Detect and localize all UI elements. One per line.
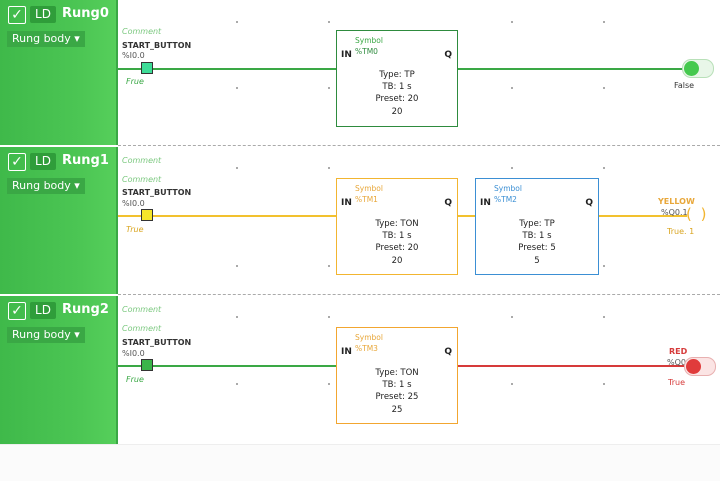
output-state: False [674, 81, 695, 90]
output-address: %Q0.1 [667, 358, 694, 367]
rung-name: Rung0 [62, 6, 109, 21]
rung-header: ✓ LD Rung0 Rung body ▾ [0, 0, 118, 145]
output-state: True [668, 378, 685, 387]
block-value: 20 [391, 256, 403, 266]
rung-canvas[interactable]: Comment Comment START_BUTTON %I0.0 True … [118, 147, 720, 294]
block-in-pin: IN [480, 198, 491, 208]
output-coil[interactable]: ( ) [686, 205, 709, 223]
rung-header: ✓ LD Rung2 Rung body ▾ [0, 296, 118, 444]
block-in-pin: IN [341, 198, 352, 208]
block-type: Type: TP [519, 219, 555, 229]
input-address: %I0.0 [122, 349, 145, 358]
comment-label[interactable]: Comment [122, 27, 162, 36]
rung-header: ✓ LD Rung1 Rung body ▾ [0, 147, 118, 294]
output-address: %Q0.1 [661, 208, 688, 217]
rung-body-dropdown[interactable]: Rung body ▾ [7, 31, 85, 47]
wire [458, 215, 475, 217]
wire [118, 68, 336, 70]
rung-canvas[interactable]: Comment Comment START_BUTTON %I0.0 Frue … [118, 296, 720, 444]
ld-badge: LD [30, 153, 56, 170]
input-name: START_BUTTON [122, 188, 192, 197]
block-address: %TM1 [355, 195, 378, 204]
block-value: 25 [391, 405, 403, 415]
wire [458, 68, 690, 70]
block-tb: TB: 1 s [382, 82, 412, 92]
wire [118, 365, 336, 367]
block-value: 20 [391, 107, 403, 117]
output-toggle[interactable] [682, 59, 714, 78]
block-in-pin: IN [341, 50, 352, 60]
input-contact[interactable] [141, 209, 153, 221]
input-address: %I0.0 [122, 51, 145, 60]
input-contact[interactable] [141, 62, 153, 74]
timer-block-tm3[interactable]: Symbol %TM3 IN Q Type: TON TB: 1 s Prese… [336, 327, 458, 424]
comment-label-2[interactable]: Comment [122, 324, 162, 333]
ld-badge: LD [30, 302, 56, 319]
output-name: RED [669, 347, 688, 356]
block-q-pin: Q [585, 198, 593, 208]
timer-block-tm1[interactable]: Symbol %TM1 IN Q Type: TON TB: 1 s Prese… [336, 178, 458, 275]
rung-enable-checkbox[interactable]: ✓ [8, 6, 26, 24]
block-symbol: Symbol [494, 184, 522, 193]
wire [458, 365, 684, 367]
rung-0: ✓ LD Rung0 Rung body ▾ Comment START_BUT… [0, 0, 720, 145]
block-tb: TB: 1 s [382, 231, 412, 241]
block-preset: Preset: 20 [375, 243, 419, 253]
block-address: %TM2 [494, 195, 517, 204]
rung-name: Rung2 [62, 302, 109, 317]
comment-label-2[interactable]: Comment [122, 175, 162, 184]
ld-badge: LD [30, 6, 56, 23]
block-type: Type: TP [379, 70, 415, 80]
block-q-pin: Q [444, 198, 452, 208]
rung-enable-checkbox[interactable]: ✓ [8, 302, 26, 320]
block-preset: Preset: 25 [375, 392, 419, 402]
output-state: True. 1 [667, 227, 695, 236]
block-value: 5 [534, 256, 540, 266]
input-state: Fruе [126, 77, 144, 86]
rung-name: Rung1 [62, 153, 109, 168]
rung-2: ✓ LD Rung2 Rung body ▾ Comment Comment S… [0, 296, 720, 444]
block-symbol: Symbol [355, 36, 383, 45]
block-tb: TB: 1 s [382, 380, 412, 390]
block-type: Type: TON [375, 219, 419, 229]
input-state: True [126, 225, 144, 234]
block-in-pin: IN [341, 347, 352, 357]
wire [599, 215, 687, 217]
block-symbol: Symbol [355, 333, 383, 342]
block-address: %TM0 [355, 47, 378, 56]
input-name: START_BUTTON [122, 41, 192, 50]
block-tb: TB: 1 s [522, 231, 552, 241]
block-preset: Preset: 20 [375, 94, 419, 104]
wire [118, 215, 336, 217]
timer-block-tm0[interactable]: Symbol %TM0 IN Q Type: TP TB: 1 s Preset… [336, 30, 458, 127]
block-type: Type: TON [375, 368, 419, 378]
output-toggle[interactable] [684, 357, 716, 376]
input-name: START_BUTTON [122, 338, 192, 347]
input-state: Frue [126, 375, 144, 384]
comment-label[interactable]: Comment [122, 305, 162, 314]
block-q-pin: Q [444, 347, 452, 357]
rung-canvas[interactable]: Comment START_BUTTON %I0.0 Fruе Symbol %… [118, 0, 720, 145]
rung-body-dropdown[interactable]: Rung body ▾ [7, 327, 85, 343]
input-address: %I0.0 [122, 199, 145, 208]
comment-label[interactable]: Comment [122, 156, 162, 165]
rung-body-dropdown[interactable]: Rung body ▾ [7, 178, 85, 194]
input-contact[interactable] [141, 359, 153, 371]
output-name: YELLOW [658, 197, 695, 206]
rung-1: ✓ LD Rung1 Rung body ▾ Comment Comment S… [0, 147, 720, 294]
block-preset: Preset: 5 [518, 243, 556, 253]
rung-enable-checkbox[interactable]: ✓ [8, 153, 26, 171]
timer-block-tm2[interactable]: Symbol %TM2 IN Q Type: TP TB: 1 s Preset… [475, 178, 599, 275]
empty-canvas-area[interactable] [0, 444, 720, 481]
block-q-pin: Q [444, 50, 452, 60]
block-symbol: Symbol [355, 184, 383, 193]
block-address: %TM3 [355, 344, 378, 353]
